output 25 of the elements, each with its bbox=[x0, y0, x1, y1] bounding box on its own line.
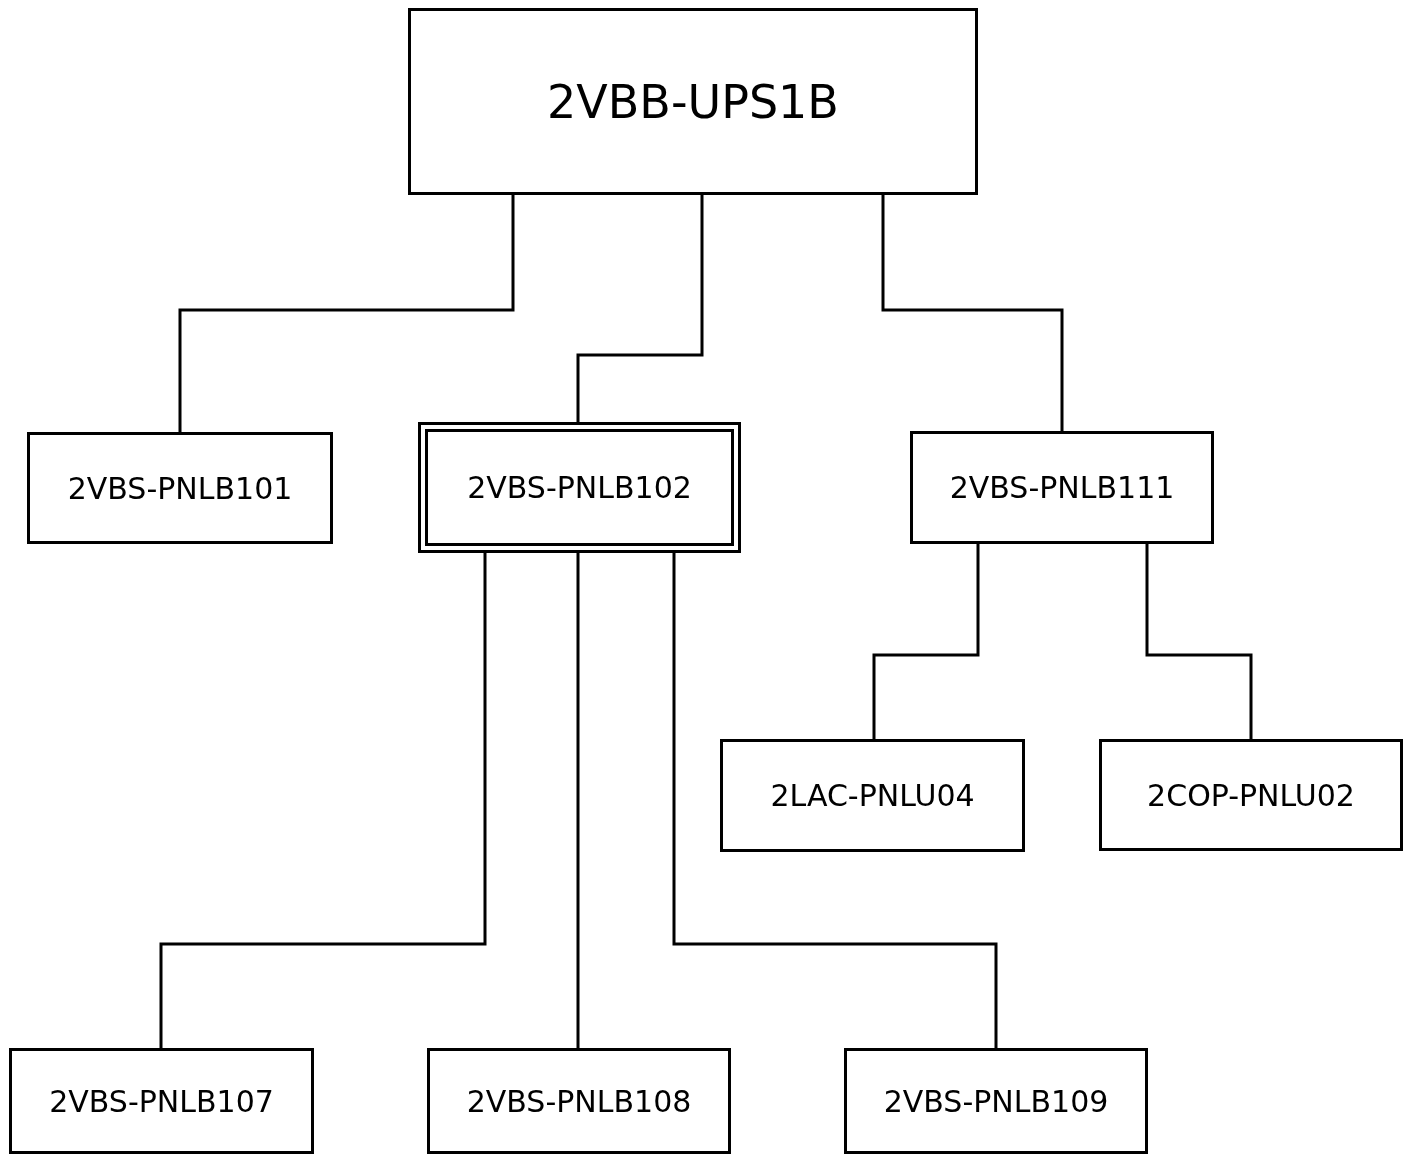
connector-line bbox=[159, 553, 487, 1048]
panel-label: 2VBS-PNLB111 bbox=[949, 470, 1175, 505]
panel-label: 2LAC-PNLU04 bbox=[770, 778, 975, 813]
panel-label: 2VBS-PNLB109 bbox=[883, 1083, 1109, 1119]
connector-line bbox=[576, 553, 580, 1048]
panel-box bbox=[27, 432, 333, 544]
panel-label: 2VBS-PNLB101 bbox=[67, 470, 293, 506]
connector-line bbox=[881, 195, 1064, 431]
panel-box bbox=[910, 431, 1214, 544]
connector-line bbox=[872, 544, 980, 739]
panel-label: 2VBS-PNLB107 bbox=[49, 1083, 274, 1119]
panel-box bbox=[844, 1048, 1148, 1154]
connector-line bbox=[178, 195, 515, 432]
panel-box bbox=[427, 1048, 731, 1154]
connector-line bbox=[576, 195, 704, 422]
panel-label: 2VBS-PNLB108 bbox=[466, 1083, 692, 1119]
panel-box bbox=[9, 1048, 314, 1154]
connector-line bbox=[1145, 544, 1253, 739]
panel-box bbox=[408, 8, 978, 195]
panel-label: 2VBB-UPS1B bbox=[547, 74, 839, 129]
panel-label: 2COP-PNLU02 bbox=[1147, 777, 1355, 813]
panel-box bbox=[1099, 739, 1403, 851]
panel-box bbox=[720, 739, 1025, 852]
connector-line bbox=[672, 553, 998, 1048]
panel-label: 2VBS-PNLB102 bbox=[467, 470, 692, 505]
